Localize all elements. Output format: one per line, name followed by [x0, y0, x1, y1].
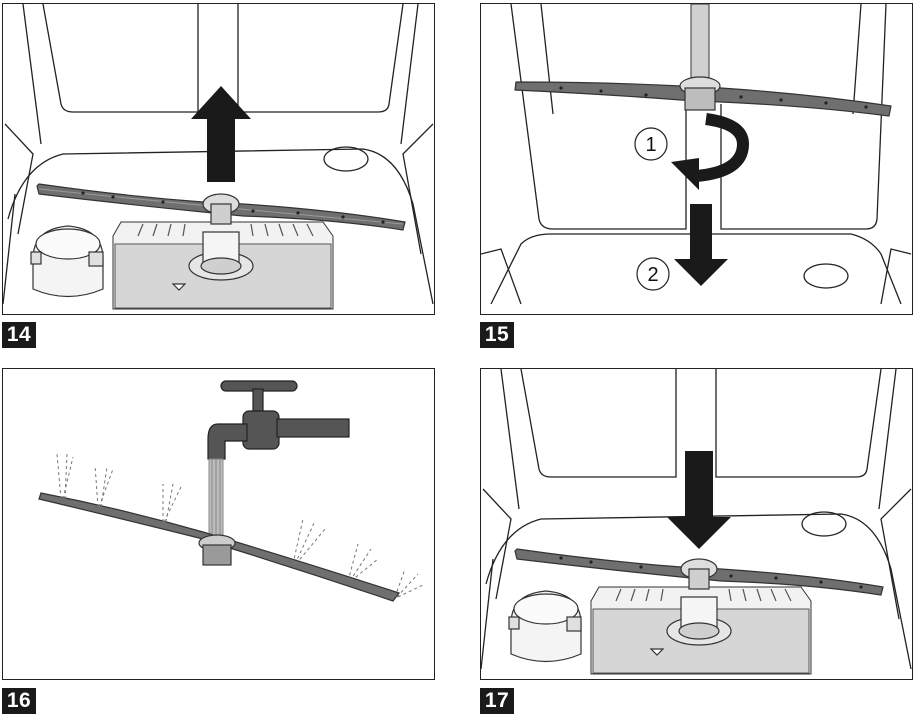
water-spray-icon: [56, 453, 426, 598]
detergent-cup: [30, 225, 104, 298]
callout-2-label: 2: [647, 264, 658, 286]
step-14-illustration: [3, 4, 434, 310]
arrow-up-icon: [191, 86, 251, 182]
step-16-illustration: [38, 380, 426, 602]
arrow-down-icon: [674, 204, 728, 286]
step-17-illustration: [481, 369, 912, 675]
spray-arm: [36, 183, 406, 231]
callout-1: [634, 127, 668, 161]
water-tap-icon: [207, 380, 350, 460]
callout-1-label: 1: [645, 134, 656, 156]
arrow-down-icon: [667, 451, 731, 549]
step-number-badge: 14: [2, 322, 36, 348]
filter-cylinder: [171, 231, 254, 291]
step-15-panel: 1 2: [480, 3, 913, 315]
step-15-illustration: 1 2: [481, 4, 912, 305]
filter-cylinder: [649, 596, 732, 656]
spray-arm: [514, 548, 884, 596]
step-17-panel: [480, 368, 913, 680]
step-number-badge: 17: [480, 688, 514, 714]
step-number-badge: 16: [2, 688, 36, 714]
step-number-badge: 15: [480, 322, 514, 348]
step-16-panel: [2, 368, 435, 680]
rotate-arrow-icon: [671, 113, 750, 190]
spray-arm: [514, 76, 892, 117]
step-14-panel: [2, 3, 435, 315]
detergent-cup: [508, 590, 582, 663]
spray-arm-rod: [690, 4, 710, 80]
callout-2: [636, 257, 670, 291]
water-stream: [208, 458, 224, 540]
